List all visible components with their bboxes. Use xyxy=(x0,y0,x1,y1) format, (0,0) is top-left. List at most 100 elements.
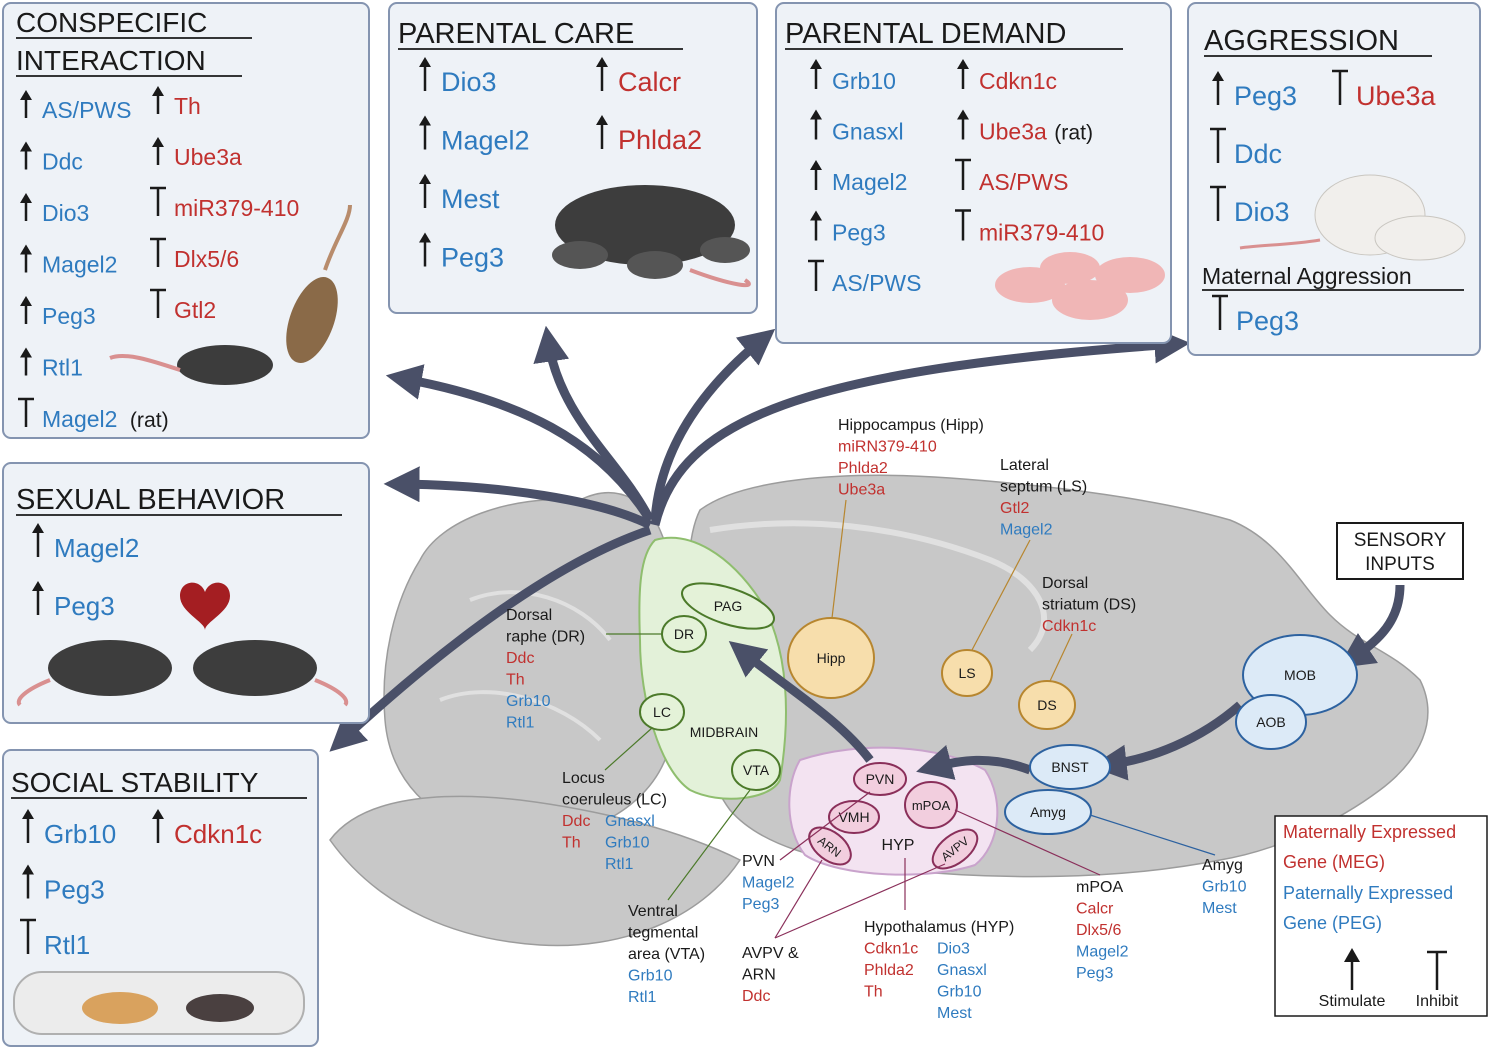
region-gene: Magel2 xyxy=(1000,522,1053,539)
gene-label: Peg3 xyxy=(1236,306,1299,336)
stimulate-arrow-icon xyxy=(419,57,431,91)
inhibit-bar-icon xyxy=(955,158,971,190)
avpv-connector xyxy=(774,863,946,939)
gene-label: Magel2 xyxy=(42,252,117,278)
region-gene: Ddc xyxy=(506,650,534,667)
gene-label: Grb10 xyxy=(44,819,116,849)
legend-peg-line2: Gene (PEG) xyxy=(1283,913,1382,933)
stimulate-arrow-icon xyxy=(32,581,44,615)
region-gene: Grb10 xyxy=(628,968,673,985)
stimulate-arrow-icon xyxy=(419,232,431,267)
legend-peg-line1: Paternally Expressed xyxy=(1283,883,1453,903)
gene-label: AS/PWS xyxy=(42,97,131,123)
panel-content: CONSPECIFICINTERACTIONAS/PWSDdcDio3Magel… xyxy=(11,7,1464,960)
gene-label: Peg3 xyxy=(42,303,96,329)
region-title: Ventral xyxy=(628,903,678,920)
pathway-arrows xyxy=(329,325,1405,781)
pag-label: PAG xyxy=(714,598,743,614)
species-note: (rat) xyxy=(1054,122,1093,145)
legend-inhibit: Inhibit xyxy=(1416,993,1459,1010)
gene-label: Rtl1 xyxy=(42,355,83,381)
gene-label: Gtl2 xyxy=(174,297,216,323)
panel-title: INTERACTION xyxy=(16,45,206,76)
gene-label: Dio3 xyxy=(1234,197,1290,227)
gene-label: Ube3a xyxy=(1356,81,1437,111)
ls-oval xyxy=(941,649,993,697)
vta-label: VTA xyxy=(743,762,770,778)
gene-label: Dio3 xyxy=(42,200,89,226)
panel-title: CONSPECIFIC xyxy=(16,7,207,38)
region-title: Dorsal xyxy=(506,607,552,624)
region-gene: miRN379-410 xyxy=(838,439,937,456)
vta-oval xyxy=(731,749,781,791)
rats-illustration xyxy=(1239,174,1466,261)
parental-demand-content: PARENTAL DEMANDGrb10GnasxlMagel2Peg3AS/P… xyxy=(785,18,1123,296)
bnst-oval xyxy=(1029,744,1111,790)
stimulate-arrow-icon xyxy=(20,347,32,376)
region-title: mPOA xyxy=(1076,879,1123,896)
panel-conspecific xyxy=(2,2,370,439)
region-gene: Phlda2 xyxy=(838,460,888,477)
gene-label: Peg3 xyxy=(54,591,115,621)
region-title: Hypothalamus (HYP) xyxy=(864,919,1014,936)
conspecific-content: CONSPECIFIC INTERACTION AS/PWS DdcDio3Magel… xyxy=(16,7,299,432)
region-gene: Cdkn1c xyxy=(864,941,918,958)
arrow-hyp-to-midbrain xyxy=(728,641,874,763)
region-gene: Rtl1 xyxy=(628,989,657,1006)
gene-label: Dio3 xyxy=(441,67,497,97)
gene-label: Rtl1 xyxy=(44,930,90,960)
mpoa-label: mPOA xyxy=(912,798,951,813)
inhibit-bar-icon xyxy=(150,237,166,267)
ds-connector xyxy=(1049,633,1073,682)
parental-care-content: PARENTAL CAREDio3Magel2MestPeg3CalcrPhld… xyxy=(398,18,702,273)
stimulate-arrow-icon xyxy=(20,193,32,221)
region-gene: Mest xyxy=(1202,900,1237,917)
gene-label: Peg3 xyxy=(832,220,886,246)
stimulate-arrow-icon xyxy=(810,109,822,140)
inhibit-bar-icon xyxy=(20,918,36,954)
arrow-aob-to-bnst xyxy=(1090,701,1243,781)
legend: Maternally Expressed Gene (MEG) Paternal… xyxy=(1274,815,1488,1017)
gene-label: Ddc xyxy=(42,149,83,175)
ls-label: LS xyxy=(958,665,975,681)
stimulate-arrow-icon xyxy=(20,244,32,273)
gene-label: Magel2 xyxy=(441,126,530,156)
gene-label: Ddc xyxy=(1234,139,1282,169)
pvn-oval xyxy=(853,762,907,796)
inhibit-bar-icon xyxy=(150,288,166,318)
aob-label: AOB xyxy=(1256,714,1286,730)
gene-label: Magel2 xyxy=(42,406,117,432)
gene-label: Th xyxy=(174,93,201,119)
stimulate-arrow-icon xyxy=(32,523,44,557)
region-gene: Magel2 xyxy=(1076,944,1129,961)
stimulate-arrow-icon xyxy=(810,210,822,241)
arrow-bnst-to-hyp xyxy=(916,745,1032,780)
panel-title: PARENTAL DEMAND xyxy=(785,18,1066,50)
legend-meg-line1: Maternally Expressed xyxy=(1283,822,1456,842)
mice-illustration-sexual xyxy=(16,640,349,707)
region-gene: Dio3 xyxy=(937,941,970,958)
gene-label: Gnasxl xyxy=(832,119,904,145)
region-gene: Dlx5/6 xyxy=(1076,922,1121,939)
arn-oval xyxy=(808,826,852,866)
mice-illustration-conspecific xyxy=(109,204,352,385)
region-gene: Ddc xyxy=(742,988,770,1005)
region-gene: Gtl2 xyxy=(1000,500,1029,517)
stimulate-arrow-icon xyxy=(20,90,32,118)
arrow-to-sexual xyxy=(383,466,653,530)
species-note: (rat) xyxy=(130,409,169,432)
stimulate-arrow-icon xyxy=(957,109,969,140)
pvn-connector xyxy=(779,791,871,861)
region-gene: Th xyxy=(864,984,883,1001)
inhibit-bar-icon xyxy=(1210,127,1226,163)
region-gene: Mest xyxy=(937,1005,972,1022)
tube-illustration xyxy=(13,971,305,1035)
gene-label: Magel2 xyxy=(832,169,907,195)
stimulate-arrow-icon xyxy=(596,57,608,91)
